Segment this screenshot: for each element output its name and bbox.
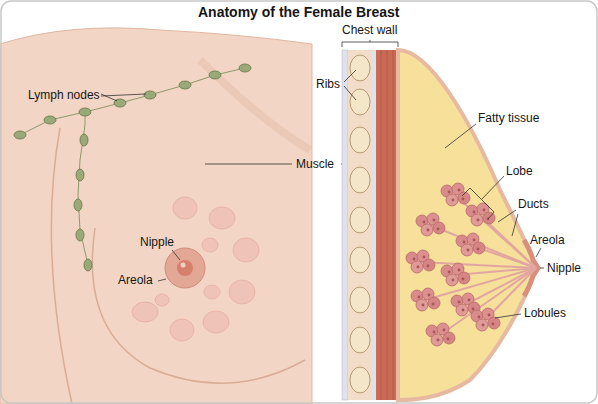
diagram-title: Anatomy of the Female Breast: [198, 4, 400, 21]
part-label: Ribs: [316, 77, 340, 91]
part-label: Areola: [530, 233, 565, 247]
part-label: Fatty tissue: [478, 111, 539, 125]
part-label: Lobules: [524, 306, 566, 320]
part-label: Areola: [118, 273, 153, 287]
part-label: Muscle: [296, 157, 334, 171]
part-label: Nipple: [547, 261, 581, 275]
part-label: Nipple: [140, 235, 174, 249]
part-label: Ducts: [518, 197, 549, 211]
part-label: Lobe: [506, 164, 533, 178]
part-label: Lymph nodes: [28, 88, 100, 102]
part-label: Chest wall: [342, 23, 397, 37]
